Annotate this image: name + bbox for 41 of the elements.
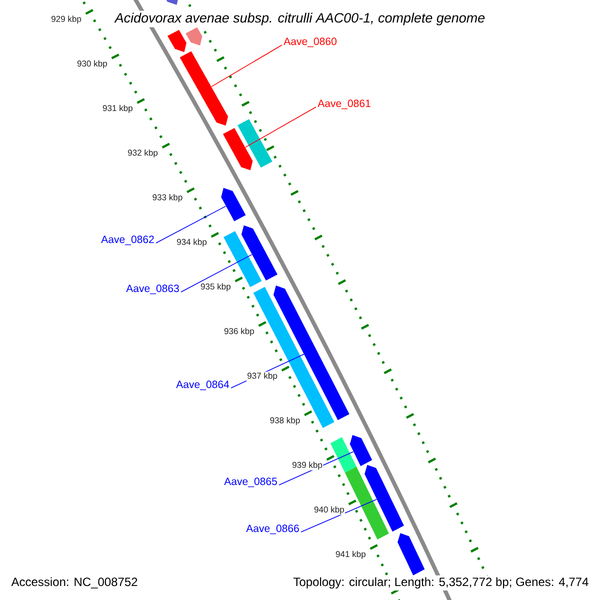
tick-label: 930 kbp: [76, 60, 108, 69]
gene-feature: [364, 464, 404, 532]
leader-line: [180, 254, 252, 292]
gene-feature: [221, 188, 246, 222]
tick-label: 939 kbp: [291, 461, 324, 470]
gene-label: Aave_0861: [318, 100, 370, 110]
gene-feature: [238, 119, 272, 168]
gene-feature: [241, 225, 278, 281]
tick-label: 940 kbp: [313, 506, 346, 515]
leader-line: [211, 44, 282, 87]
gene-label: Aave_0862: [101, 236, 154, 246]
gene-feature: [180, 51, 228, 126]
tick-label: 938 kbp: [269, 416, 301, 426]
gene-feature: [330, 437, 356, 473]
tick-label: 937 kbp: [246, 372, 278, 382]
gene-feature: [222, 128, 253, 170]
gene-feature: [186, 27, 202, 46]
tick-label: 932 kbp: [126, 148, 159, 158]
leader-line: [245, 106, 316, 148]
footer-text: Accession: NC_008752: [9, 575, 140, 590]
leader-line: [300, 499, 378, 532]
gene-feature: [344, 466, 389, 540]
tick-label: 935 kbp: [200, 282, 232, 292]
leader-line: [156, 206, 226, 244]
footer-text: Topology: circular; Length: 5,352,772 bp; Genes: 4,774: [291, 575, 591, 590]
gene-label: Aave_0864: [176, 380, 230, 390]
title: Acidovorax avenae subsp. citrulli AAC00-1, complete genome: [112, 10, 488, 28]
gene-label: Aave_0863: [126, 284, 179, 294]
gene-feature: [398, 533, 425, 576]
gene-label: Aave_0866: [246, 524, 299, 534]
tick-label: 936 kbp: [223, 327, 256, 336]
gene-label: Aave_0860: [284, 38, 336, 48]
gene-feature: [165, 0, 179, 5]
tick-label: 934 kbp: [176, 238, 208, 248]
tick-label: 933 kbp: [152, 193, 184, 203]
tick-label: 929 kbp: [50, 15, 82, 24]
gene-feature: [168, 30, 186, 52]
tick-label: 941 kbp: [334, 550, 367, 560]
tick-label: 931 kbp: [102, 104, 134, 114]
gene-feature: [350, 434, 372, 466]
gene-label: Aave_0865: [224, 478, 277, 488]
